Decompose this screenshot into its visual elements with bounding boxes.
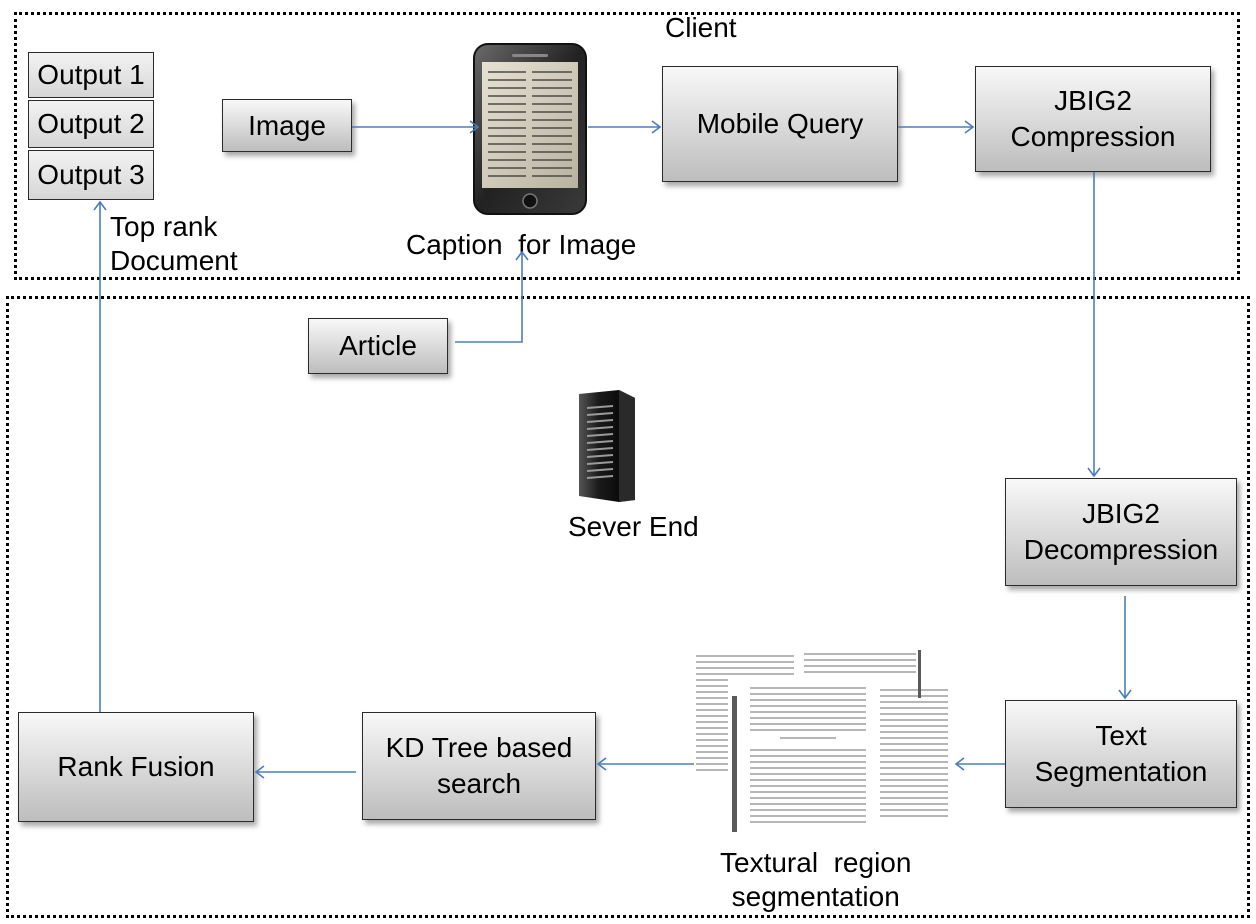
arrow-image-to-phone xyxy=(352,120,480,134)
client-region xyxy=(14,12,1240,280)
output-1: Output 1 xyxy=(28,52,154,98)
text-segmentation-box: Text Segmentation xyxy=(1005,700,1237,808)
smartphone-icon xyxy=(472,42,588,216)
arrow-mobile-query-to-compression xyxy=(898,120,975,134)
phone-caption: Caption for Image xyxy=(406,229,637,260)
arrow-phone-to-mobile-query xyxy=(588,120,662,134)
arrow-kd-tree-to-rank-fusion xyxy=(254,765,356,779)
kd-tree-search-box: KD Tree based search xyxy=(362,712,596,820)
output-2: Output 2 xyxy=(28,100,154,148)
document-pages-icon xyxy=(690,646,956,838)
arrow-article-to-caption xyxy=(455,250,529,343)
arrow-textural-region-to-kd-tree xyxy=(596,757,694,771)
top-rank-document-label: Top rank Document xyxy=(110,211,238,276)
rank-fusion-box: Rank Fusion xyxy=(18,712,254,822)
client-label: Client xyxy=(665,12,737,43)
image-box: Image xyxy=(222,99,352,152)
output-3: Output 3 xyxy=(28,150,154,200)
arrow-text-segmentation-to-textural-region xyxy=(954,757,1005,771)
server-label: Sever End xyxy=(568,511,699,542)
article-box: Article xyxy=(308,318,448,374)
server-region xyxy=(6,296,1250,918)
jbig2-decompression-box: JBIG2 Decompression xyxy=(1005,478,1237,586)
arrow-rank-fusion-to-outputs xyxy=(93,200,107,712)
server-tower-icon xyxy=(575,388,639,504)
arrow-compression-to-decompression xyxy=(1087,172,1101,478)
arrow-decompression-to-text-segmentation xyxy=(1118,596,1132,700)
jbig2-compression-box: JBIG2 Compression xyxy=(975,66,1211,172)
mobile-query-box: Mobile Query xyxy=(662,66,898,182)
textural-region-caption: Textural region segmentation xyxy=(720,847,912,912)
